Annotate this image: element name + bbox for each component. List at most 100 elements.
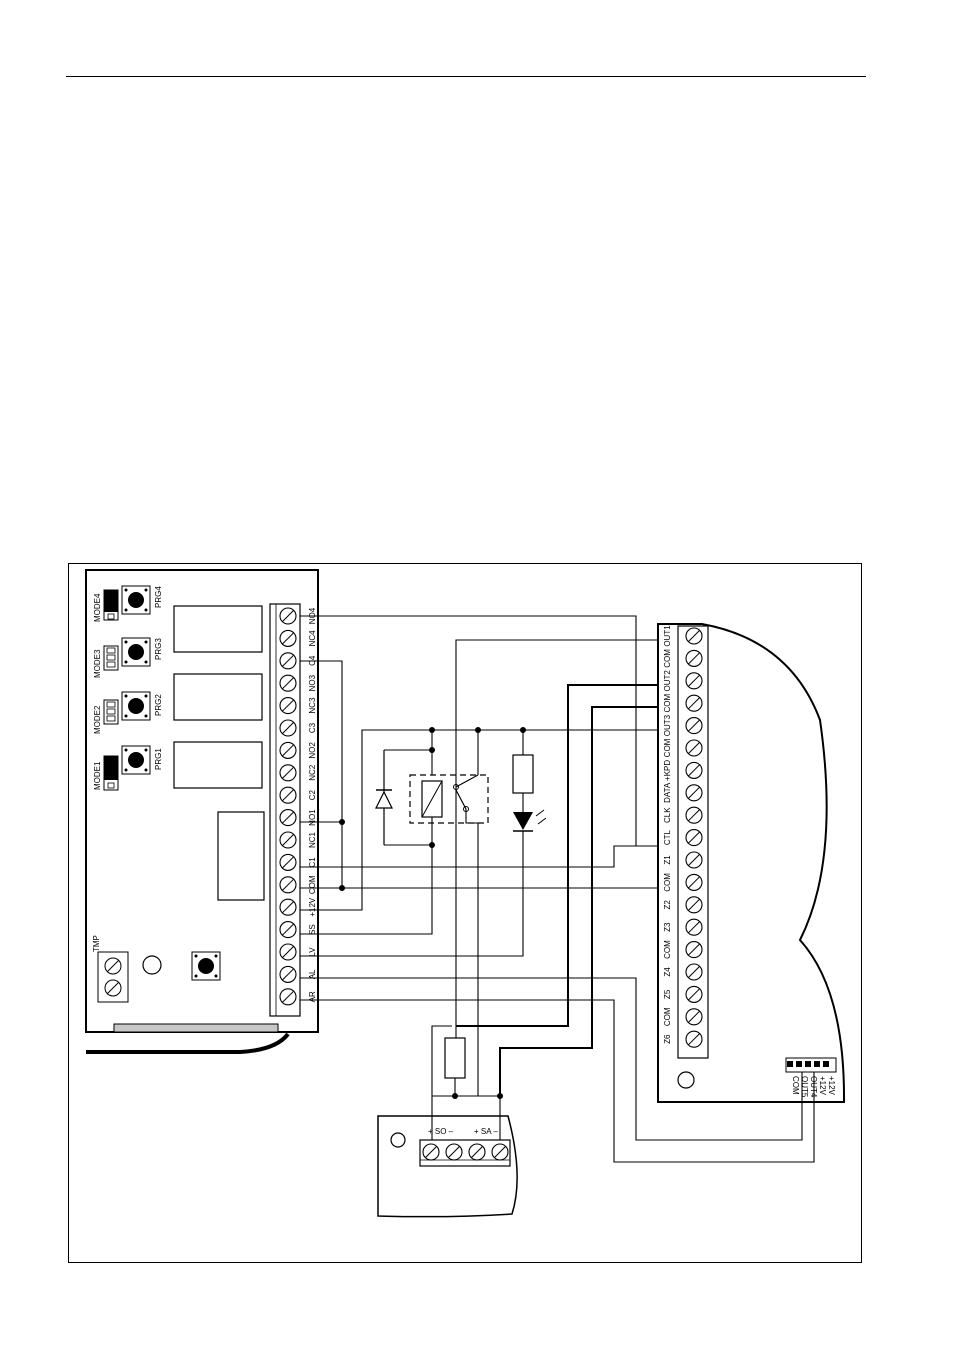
aux-pin [814, 1061, 820, 1067]
relay-circuit [375, 750, 547, 1079]
left-terminal-screw [279, 898, 297, 916]
left-terminal-label: NC2 [308, 764, 317, 781]
panel-terminal-screw [685, 784, 703, 802]
aux-pin [823, 1061, 829, 1067]
siren-module: + SO – + SA – [377, 1115, 518, 1218]
siren-terminal-screw [422, 1143, 440, 1161]
prg3-label: PRG3 [154, 638, 163, 660]
panel-terminal-label: Z5 [663, 989, 672, 999]
panel-terminal-screw [685, 739, 703, 757]
left-terminal-label: LV [308, 947, 317, 957]
left-terminal-screw [279, 697, 297, 715]
left-terminal-screw [279, 719, 297, 737]
siren-terminal-screw [468, 1143, 486, 1161]
left-terminal-screw [279, 674, 297, 692]
panel-terminal-label: COM [663, 873, 672, 892]
left-terminal-label: AL [308, 969, 317, 979]
left-terminal-label: C1 [308, 857, 317, 868]
left-terminal-label: SS [308, 924, 317, 935]
wiring [300, 615, 815, 1163]
mode2-jumper[interactable] [103, 699, 119, 725]
siren-terminal-screws [422, 1143, 509, 1161]
aux-pin [805, 1061, 811, 1067]
relay-1 [217, 811, 265, 901]
panel-terminal-label: OUT2 [663, 670, 672, 692]
aux-pin [796, 1061, 802, 1067]
panel-terminal-label: Z2 [663, 900, 672, 910]
panel-terminal-label: Z4 [663, 967, 672, 977]
panel-terminal-screw [685, 627, 703, 645]
left-module-bottom-bar [113, 1023, 279, 1033]
left-terminal-screw [279, 741, 297, 759]
prg1-label: PRG1 [154, 748, 163, 770]
page-header-rule [66, 76, 866, 77]
panel-terminal-label: COM [663, 940, 672, 959]
aux-label: COM [791, 1076, 800, 1095]
prg2-button[interactable] [121, 691, 151, 721]
left-terminal-screw [279, 607, 297, 625]
mode3-jumper[interactable] [103, 645, 119, 671]
prg4-button[interactable] [121, 585, 151, 615]
panel-terminal-screw [685, 1030, 703, 1048]
left-terminal-label: C2 [308, 790, 317, 801]
left-terminal-label: NC4 [308, 630, 317, 647]
panel-terminal-screw [685, 649, 703, 667]
left-terminal-label: NO1 [308, 809, 317, 826]
panel-terminal-screw [685, 896, 703, 914]
left-terminal-screw [279, 943, 297, 961]
panel-mounting-hole [677, 1071, 695, 1089]
panel-terminal-label: COM [663, 694, 672, 713]
left-terminal-label: NO2 [308, 742, 317, 759]
left-terminal-screw [279, 988, 297, 1006]
left-terminal-label: COM [308, 875, 317, 894]
aux-pin [787, 1061, 793, 1067]
siren-resistor [444, 1037, 466, 1079]
relay-outline [409, 774, 489, 824]
siren-mounting-hole [390, 1132, 406, 1148]
tamper-label: TMP [92, 935, 101, 952]
relay-2 [173, 741, 263, 789]
left-terminal-screw [279, 965, 297, 983]
left-terminal-screw [279, 853, 297, 871]
diagram-frame [68, 563, 862, 1263]
siren-so-label: + SO – [428, 1127, 454, 1136]
prg1-button[interactable] [121, 745, 151, 775]
left-terminal-label: NO3 [308, 674, 317, 691]
left-terminal-label: NC3 [308, 697, 317, 714]
left-terminal-screw [279, 831, 297, 849]
panel-terminal-screw [685, 761, 703, 779]
left-terminal-screw [279, 652, 297, 670]
panel-terminal-label: COM [663, 738, 672, 757]
mode3-label: MODE3 [93, 649, 102, 678]
panel-terminal-labels: OUT1COMOUT2COMOUT3COM+KPDDATACLKCTLZ1COM… [663, 625, 672, 1044]
panel-terminal-label: +KPD [663, 760, 672, 781]
diode-symbol [375, 750, 393, 845]
left-terminal-screws [279, 607, 297, 1006]
left-terminal-screw [279, 629, 297, 647]
siren-terminal-screw [445, 1143, 463, 1161]
panel-terminal-label: Z3 [663, 922, 672, 932]
mode1-jumper[interactable] [103, 755, 119, 791]
panel-terminal-label: COM [663, 1007, 672, 1026]
left-terminal-screw [279, 876, 297, 894]
junction-dots [339, 727, 526, 1099]
prg4-label: PRG4 [154, 586, 163, 608]
relay-3 [173, 673, 263, 721]
aux-label: OUT5 [800, 1076, 809, 1098]
mode4-jumper[interactable] [103, 589, 119, 621]
tamper-terminal [97, 951, 129, 1003]
prg3-button[interactable] [121, 637, 151, 667]
panel-aux-pins [787, 1061, 829, 1067]
panel-terminal-label: OUT3 [663, 714, 672, 736]
panel-terminal-screws [685, 627, 703, 1048]
tamper-switch [191, 951, 221, 981]
aux-label: +12V [818, 1076, 827, 1096]
panel-terminal-screw [685, 851, 703, 869]
left-terminal-screw [279, 809, 297, 827]
left-terminal-label: +12V [308, 897, 317, 917]
mode2-label: MODE2 [93, 705, 102, 734]
left-terminal-label: C3 [308, 722, 317, 733]
left-terminal-label: NC1 [308, 831, 317, 848]
panel-terminal-screw [685, 941, 703, 959]
